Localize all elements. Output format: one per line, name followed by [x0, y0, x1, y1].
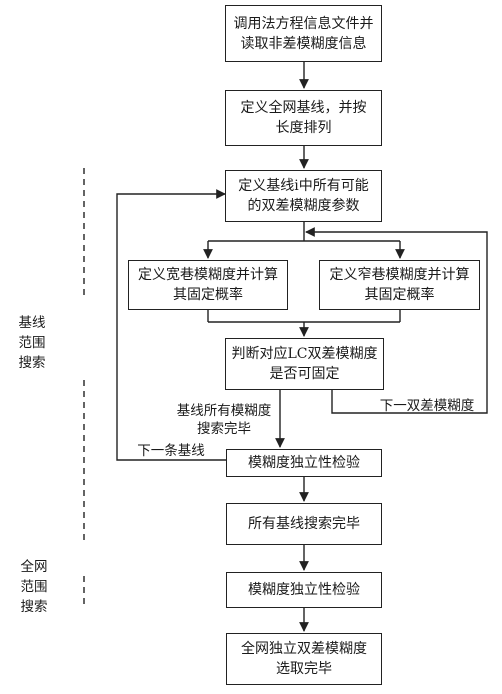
node-read-ambiguity-info: 调用法方程信息文件并 读取非差模糊度信息	[225, 5, 382, 62]
label-next-baseline: 下一条基线	[137, 443, 205, 459]
node-independence-check-baseline: 模糊度独立性检验	[226, 449, 382, 477]
label-next-dd-ambiguity: 下一双差模糊度	[379, 398, 475, 414]
node-widelane-ambiguity: 定义宽巷模糊度并计算 其固定概率	[128, 260, 288, 310]
node-judge-lc-fixable: 判断对应LC双差模糊度 是否可固定	[225, 338, 384, 390]
loop-next-dd	[305, 227, 488, 414]
node-independence-check-network: 模糊度独立性检验	[226, 572, 382, 608]
label-baseline-ambiguity-done: 基线所有模糊度 搜索完毕	[176, 403, 272, 437]
node-network-selection-done: 全网独立双差模糊度 选取完毕	[226, 633, 382, 685]
node-define-baselines: 定义全网基线，并按 长度排列	[225, 90, 382, 146]
node-define-dd-parameters: 定义基线i中所有可能 的双差模糊度参数	[225, 170, 382, 222]
label-network-range-search: 全网 范围 搜索	[20, 559, 48, 615]
loop-next-baseline	[116, 189, 226, 461]
node-narrowlane-ambiguity: 定义窄巷模糊度并计算 其固定概率	[319, 260, 480, 310]
node-all-baselines-done: 所有基线搜索完毕	[226, 503, 382, 545]
label-baseline-range-search: 基线 范围 搜索	[18, 315, 46, 371]
